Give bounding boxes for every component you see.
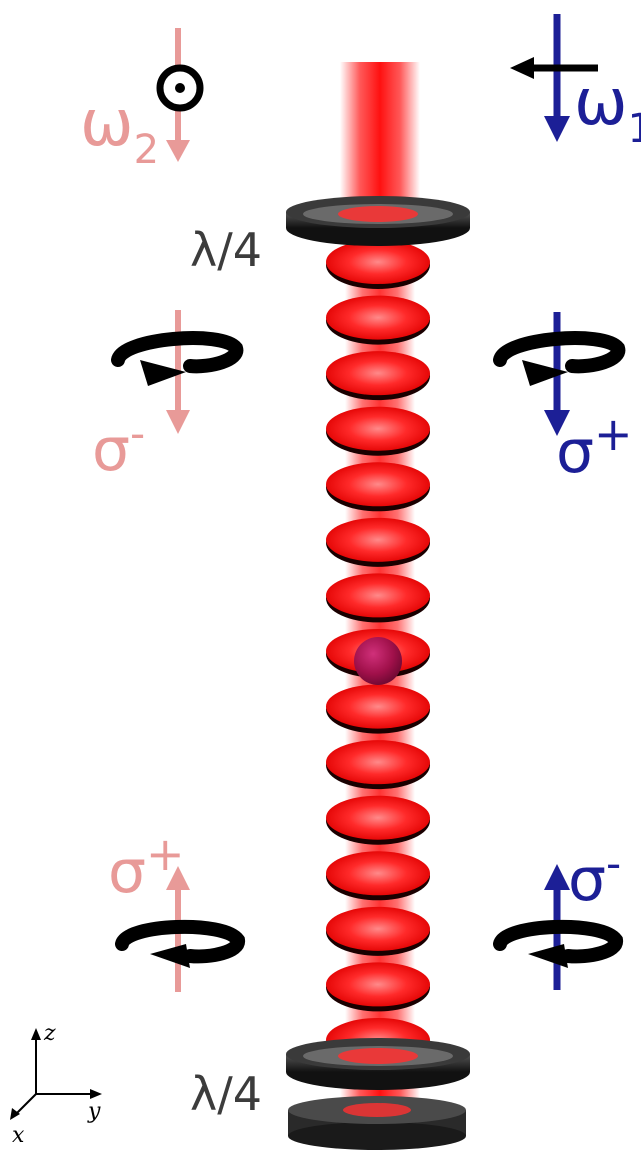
sigma-plus-left-label: σ+ (108, 827, 185, 907)
sigma-plus-right-label: σ+ (556, 407, 633, 487)
bottom-mirror (288, 1096, 466, 1150)
circular-polarization-icon (111, 331, 244, 386)
lattice-lobe (326, 795, 430, 840)
lattice-lobe (326, 240, 430, 284)
atom (354, 637, 402, 685)
polarization-in-plane-icon (510, 57, 598, 79)
lattice-lobe (326, 684, 430, 729)
bottom-waveplate-label: λ/4 (190, 1067, 262, 1121)
axis-y-label: y (87, 1099, 101, 1124)
incoming-beam (340, 62, 420, 222)
coordinate-axes (10, 1028, 102, 1120)
sigma-minus-left-arrow (166, 310, 190, 434)
axis-x-label: x (12, 1123, 25, 1148)
polarization-out-of-plane-icon (156, 64, 204, 112)
circular-polarization-icon (493, 331, 626, 386)
lattice-lobe (326, 740, 430, 785)
lattice-lobe (326, 351, 430, 396)
circular-polarization-icon (115, 919, 245, 968)
omega1-label: ω1 (574, 66, 641, 152)
lattice-lobe (326, 851, 430, 896)
sigma-minus-left-label: σ- (92, 409, 145, 485)
sigma-minus-right-label: σ- (568, 839, 621, 915)
sigma-plus-right-arrow (544, 312, 570, 436)
top-waveplate-label: λ/4 (190, 223, 262, 277)
omega1-beam-arrow (544, 14, 570, 142)
bottom-waveplate (286, 1038, 470, 1090)
omega2-label: ω2 (80, 87, 159, 173)
axis-z-label: z (43, 1021, 56, 1046)
circular-polarization-icon (493, 919, 623, 968)
lattice-lobe (326, 406, 430, 451)
lattice-lobe (326, 906, 430, 951)
lattice-lobe (326, 573, 430, 618)
sigma-minus-right-arrow (544, 864, 570, 990)
lattice-lobe (326, 517, 430, 562)
lattice-lobe (326, 962, 430, 1007)
top-waveplate (286, 196, 470, 246)
standing-wave-lobes (326, 240, 430, 1067)
lattice-lobe (326, 462, 430, 507)
lattice-lobe (326, 295, 430, 340)
sigma-plus-left-arrow (166, 866, 190, 992)
